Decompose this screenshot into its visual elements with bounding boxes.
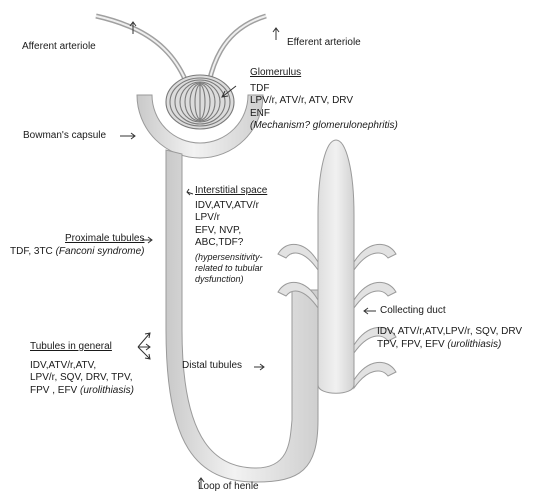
tubules-general-drugs-3: FPV , EFV [30,385,80,396]
proximal-drugs: TDF, 3TC [10,246,56,257]
interstitial-title: Interstitial space [195,185,267,198]
tubules-general-line-2: LPV/r, SQV, DRV, TPV, [30,372,134,385]
proximal-annotation: Proximale tubules TDF, 3TC (Fanconi synd… [10,233,144,258]
glomerulus-line-2: LPV/r, ATV/r, ATV, DRV [250,95,398,108]
proximal-text-line: TDF, 3TC (Fanconi syndrome) [10,246,144,259]
interstitial-note-1: (hypersensitivity- [195,252,267,263]
distal-tubules-label: Distal tubules [182,360,242,373]
glomerulus-line-3: ENF [250,108,398,121]
collecting-line-2: TPV, FPV, EFV (urolithiasis) [377,339,522,352]
interstitial-annotation: Interstitial space IDV,ATV,ATV/r LPV/r E… [195,185,267,285]
tubules-general-title: Tubules in general [30,341,134,354]
tubules-general-line-1: IDV,ATV/r,ATV, [30,360,134,373]
afferent-arteriole-label: Afferent arteriole [22,41,96,54]
glomerulus-note: (Mechanism? glomerulonephritis) [250,120,398,133]
interstitial-note-2: related to tubular [195,263,267,274]
tubules-general-note: (urolithiasis) [80,385,134,396]
proximal-note: (Fanconi syndrome) [56,246,145,257]
interstitial-line-4: ABC,TDF? [195,237,267,250]
glomerulus-title: Glomerulus [250,67,398,80]
collecting-drugs-2: TPV, FPV, EFV [377,339,447,350]
tubules-general-annotation: Tubules in general IDV,ATV/r,ATV, LPV/r,… [30,341,134,397]
bowmans-capsule-label: Bowman's capsule [23,130,106,143]
interstitial-line-3: EFV, NVP, [195,225,267,238]
collecting-duct-shape [318,140,354,393]
glomerulus-line-1: TDF [250,83,398,96]
interstitial-line-2: LPV/r [195,212,267,225]
efferent-arteriole-label: Efferent arteriole [287,37,361,50]
collecting-note: (urolithiasis) [447,339,501,350]
glomerulus-annotation: Glomerulus TDF LPV/r, ATV/r, ATV, DRV EN… [250,67,398,133]
collecting-duct-label: Collecting duct [380,305,446,318]
loop-of-henle-label: Loop of henle [198,481,259,494]
proximal-title: Proximale tubules [10,233,144,246]
collecting-annotation: IDV, ATV/r,ATV,LPV/r, SQV, DRV TPV, FPV,… [377,326,522,351]
tubules-general-line-3: FPV , EFV (urolithiasis) [30,385,134,398]
interstitial-line-1: IDV,ATV,ATV/r [195,200,267,213]
collecting-line-1: IDV, ATV/r,ATV,LPV/r, SQV, DRV [377,326,522,339]
glomerulus-tuft [166,75,234,129]
interstitial-note-3: dysfunction) [195,274,267,285]
